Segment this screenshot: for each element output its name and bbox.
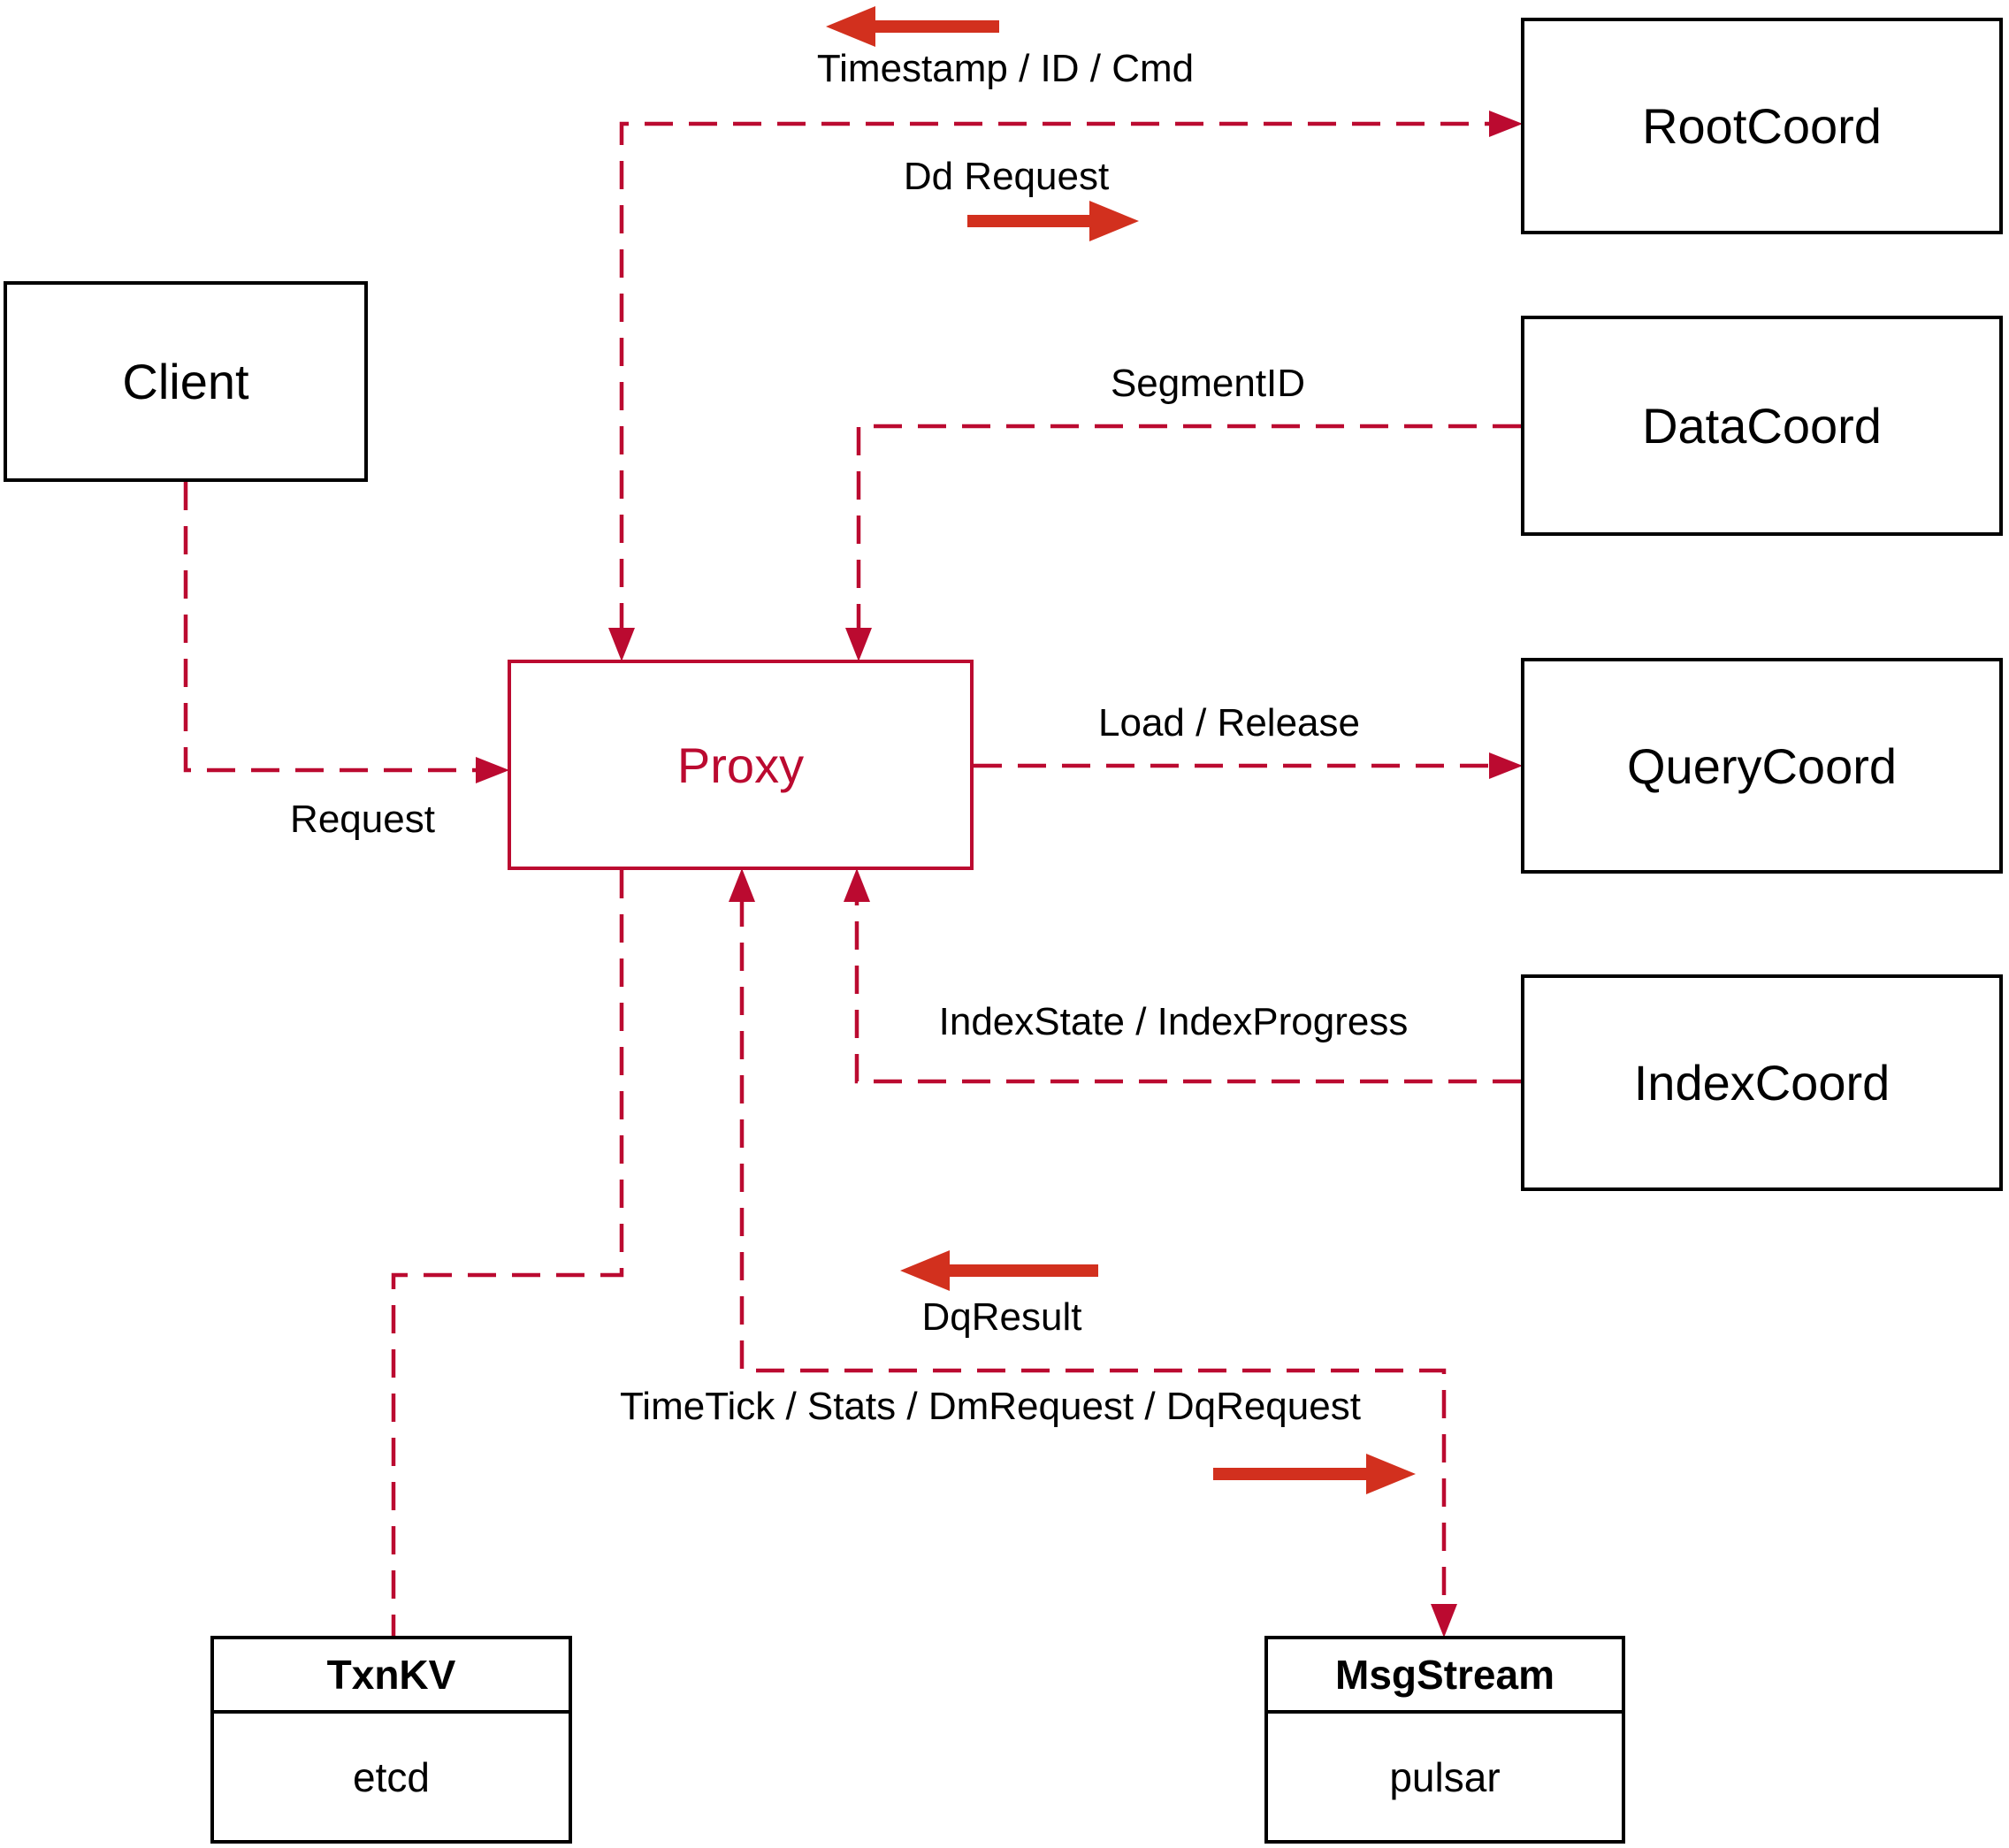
- arrowhead-into-proxy-bottom-right: [844, 868, 870, 902]
- node-querycoord: QueryCoord: [1521, 658, 2003, 874]
- node-msgstream: MsgStream pulsar: [1264, 1636, 1625, 1844]
- node-rootcoord-label: RootCoord: [1642, 98, 1882, 154]
- node-txnkv: TxnKV etcd: [210, 1636, 572, 1844]
- arrowhead-into-querycoord: [1489, 752, 1523, 779]
- direction-arrow-left-dq-result: [900, 1250, 1098, 1291]
- arrowhead-into-proxy-left: [476, 757, 509, 783]
- node-proxy-label: Proxy: [676, 737, 805, 793]
- edge-label-dd-request: Dd Request: [903, 155, 1110, 198]
- arrowhead-into-proxy-top-left: [608, 628, 635, 661]
- node-indexcoord-label: IndexCoord: [1633, 1055, 1891, 1111]
- edge-datacoord-proxy: [856, 424, 1521, 631]
- arrowhead-into-proxy-top-right: [845, 628, 872, 661]
- node-datacoord: DataCoord: [1521, 316, 2003, 536]
- arrowhead-into-msgstream: [1431, 1604, 1457, 1638]
- edge-label-timetick: TimeTick / Stats / DmRequest / DqRequest: [620, 1385, 1361, 1428]
- edge-proxy-txnkv: [391, 870, 624, 1636]
- edge-label-segment-id: SegmentID: [1110, 362, 1306, 405]
- node-msgstream-title: MsgStream: [1268, 1639, 1622, 1714]
- direction-arrow-right-dd-request: [967, 201, 1139, 241]
- node-msgstream-subtitle: pulsar: [1389, 1753, 1501, 1800]
- node-rootcoord: RootCoord: [1521, 18, 2003, 234]
- node-client-label: Client: [122, 354, 249, 409]
- edge-label-request: Request: [290, 798, 435, 841]
- node-indexcoord: IndexCoord: [1521, 974, 2003, 1191]
- edge-proxy-msgstream: [739, 898, 1447, 1607]
- node-txnkv-title: TxnKV: [214, 1639, 569, 1714]
- edge-label-dq-result: DqResult: [921, 1295, 1082, 1339]
- node-txnkv-subtitle: etcd: [353, 1753, 430, 1800]
- edge-client-proxy: [183, 482, 479, 773]
- edge-label-index-state: IndexState / IndexProgress: [938, 1000, 1409, 1043]
- arrowhead-into-proxy-bottom-center: [729, 868, 755, 902]
- direction-arrow-right-timetick: [1213, 1454, 1416, 1494]
- arrowhead-into-rootcoord: [1489, 111, 1523, 137]
- edge-indexcoord-proxy: [854, 898, 1521, 1084]
- node-client: Client: [4, 281, 368, 482]
- node-querycoord-label: QueryCoord: [1626, 737, 1898, 794]
- direction-arrow-left-timestamp: [826, 6, 999, 47]
- edge-label-load-release: Load / Release: [1098, 701, 1360, 745]
- node-proxy: Proxy: [508, 660, 974, 870]
- edge-proxy-rootcoord: [619, 121, 1493, 631]
- node-datacoord-label: DataCoord: [1642, 398, 1882, 454]
- edge-label-timestamp-id-cmd: Timestamp / ID / Cmd: [816, 47, 1195, 90]
